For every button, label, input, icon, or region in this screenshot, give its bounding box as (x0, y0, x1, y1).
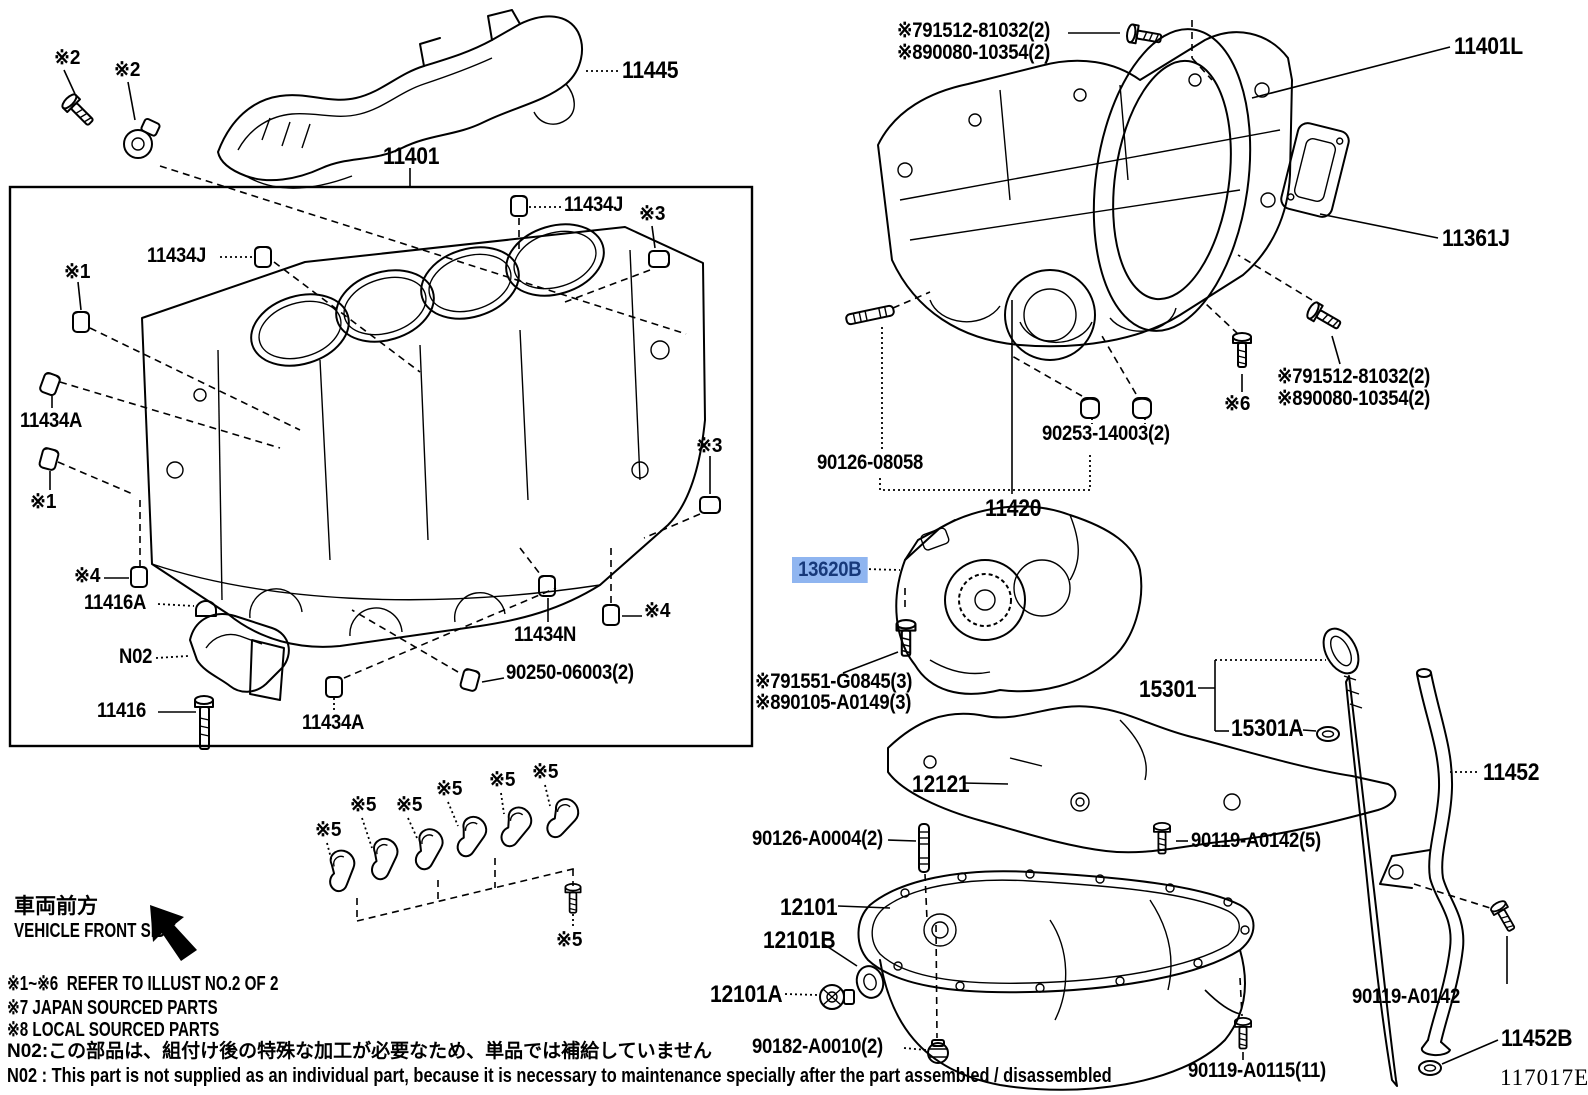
part-label-p11361j[interactable]: 11361J (1442, 225, 1510, 252)
symbol-label-sym5g: ※5 (556, 929, 583, 951)
part-label-p11401l[interactable]: 11401L (1454, 33, 1523, 60)
part-label-p90253[interactable]: 90253-14003(2) (1042, 422, 1170, 445)
part-label-p90119_a0115[interactable]: 90119-A0115(11) (1188, 1059, 1326, 1082)
part-label-p11434j_top[interactable]: 11434J (564, 193, 624, 216)
leader-lines (49, 20, 1508, 1065)
part-label-p12101b[interactable]: 12101B (763, 927, 836, 954)
part-label-p90119_a0142[interactable]: 90119-A0142 (1352, 985, 1461, 1008)
gasket-11361j-art (1280, 122, 1350, 218)
part-label-p11401[interactable]: 11401 (383, 143, 440, 170)
symbol-label-sym5b: ※5 (350, 794, 377, 816)
symbol-label-sym6: ※6 (1224, 393, 1251, 415)
part-label-p12101a[interactable]: 12101A (710, 981, 783, 1008)
part-label-p90126_08058[interactable]: 90126-08058 (817, 451, 924, 474)
symbol-label-sym3b: ※3 (696, 435, 723, 457)
part-label-p79a[interactable]: ※791512-81032(2) (897, 19, 1051, 42)
sensor-icon (123, 117, 161, 159)
part-label-p89b[interactable]: ※890080-10354(2) (1277, 387, 1431, 410)
part-label-p15301a[interactable]: 15301A (1231, 715, 1304, 742)
part-label-p11420[interactable]: 11420 (985, 495, 1042, 522)
drain-plug-icon (819, 984, 855, 1010)
part-label-p11452b[interactable]: 11452B (1501, 1025, 1573, 1052)
symbol-label-sym5f: ※5 (532, 761, 559, 783)
symbol-label-sym5e: ※5 (489, 769, 516, 791)
note-note_ref: ※1~※6 REFER TO ILLUST NO.2 OF 2 (7, 973, 279, 995)
symbol-label-sym1a: ※1 (64, 261, 91, 283)
rear-oil-seal-11401l-art (1092, 28, 1252, 332)
cylinder-block-art (141, 223, 706, 648)
part-label-p90250[interactable]: 90250-06003(2) (506, 661, 634, 684)
part-label-p79b[interactable]: ※791512-81032(2) (1277, 365, 1431, 388)
part-label-p90182[interactable]: 90182-A0010(2) (752, 1035, 883, 1058)
part-label-n02_callout[interactable]: N02 (119, 645, 153, 668)
washer-icon (855, 965, 885, 999)
part-label-p11434n[interactable]: 11434N (514, 623, 577, 646)
drawing_code: 117017E (1500, 1065, 1588, 1090)
cylinder-block-bottom-view-art (877, 31, 1293, 361)
note-note_n02_jp: N02:この部品は、組付け後の特殊な加工が必要なため、単品では補給していません (7, 1041, 713, 1062)
part-label-p12121[interactable]: 12121 (912, 771, 970, 798)
part-label-p791551[interactable]: ※791551-G0845(3) (755, 670, 913, 693)
note-note_jp7: ※7 JAPAN SOURCED PARTS (7, 997, 218, 1019)
part-label-p13620b[interactable]: 13620B (792, 557, 868, 584)
part-label-p11434j_left[interactable]: 11434J (147, 244, 207, 267)
baffle-12121-art (887, 705, 1397, 854)
symbol-label-sym4a: ※4 (74, 565, 101, 587)
cap-11416a-icon (195, 600, 217, 617)
bolt-icon (194, 695, 214, 750)
note-note_n02_en: N02 : This part is not supplied as an in… (7, 1065, 1112, 1087)
part-label-p890105[interactable]: ※890105-A0149(3) (755, 691, 912, 714)
part-label-p12101[interactable]: 12101 (780, 894, 838, 921)
note-note_jp8: ※8 LOCAL SOURCED PARTS (7, 1019, 220, 1041)
part-label-p11445[interactable]: 11445 (622, 57, 679, 84)
part-label-p90126_a0004[interactable]: 90126-A0004(2) (752, 827, 883, 850)
part-label-p11452[interactable]: 11452 (1483, 759, 1540, 786)
oil-pan-12101-art (857, 869, 1255, 1091)
oil-pump-art (895, 505, 1143, 695)
note-front_jp: 車両前方 (14, 895, 98, 918)
symbol-label-sym2a: ※2 (54, 47, 81, 69)
note-front_en: VEHICLE FRONT SIDE (14, 920, 177, 942)
symbol-label-sym4b: ※4 (644, 600, 671, 622)
baffle-plate-11445-art (217, 9, 583, 189)
nut-icon (927, 1039, 949, 1064)
symbol-label-sym5d: ※5 (436, 778, 463, 800)
part-label-p11416[interactable]: 11416 (97, 699, 147, 722)
part-label-p90119_a0142_5[interactable]: 90119-A0142(5) (1191, 829, 1321, 852)
front-direction-arrow-icon (150, 905, 197, 961)
symbol-label-sym2b: ※2 (114, 59, 141, 81)
bearing-cap-n02-art (189, 613, 290, 701)
symbol-label-sym3a: ※3 (639, 203, 666, 225)
part-label-p11434a_bot[interactable]: 11434A (302, 711, 365, 734)
dipstick-15301-art (1322, 627, 1398, 1087)
symbol-label-sym5c: ※5 (396, 794, 423, 816)
part-label-p15301[interactable]: 15301 (1139, 676, 1197, 703)
part-label-p11416a[interactable]: 11416A (84, 591, 147, 614)
block-view-frame (8, 185, 754, 748)
part-label-p89a[interactable]: ※890080-10354(2) (897, 41, 1051, 64)
symbol-label-sym5a: ※5 (315, 819, 342, 841)
symbol-label-sym1b: ※1 (30, 491, 57, 513)
part-label-p11434a_left[interactable]: 11434A (20, 409, 83, 432)
guide-tube-11452-art (1379, 668, 1465, 1057)
